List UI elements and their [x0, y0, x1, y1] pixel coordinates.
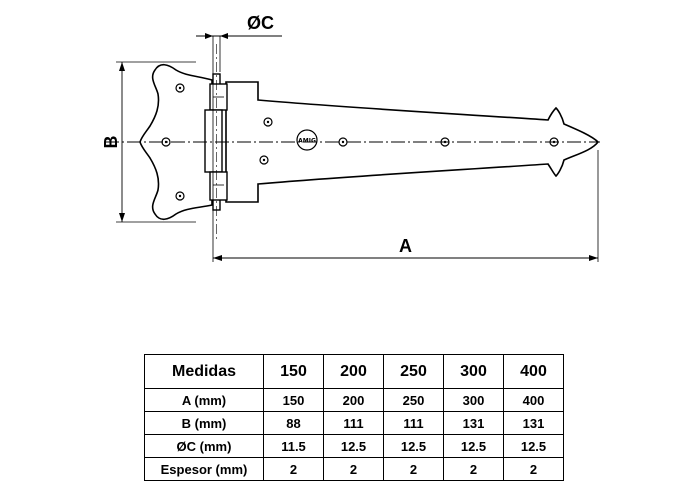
arrowhead	[205, 33, 213, 39]
row-label-cell: A (mm)	[144, 388, 264, 412]
screw-hole	[266, 120, 270, 124]
table-header-row: Medidas 150 200 250 300 400	[144, 354, 564, 389]
table-header-cell: 400	[503, 354, 564, 389]
table-header-cell: Medidas	[144, 354, 264, 389]
table-cell: 300	[443, 388, 504, 412]
screw-hole	[178, 86, 182, 90]
table-cell: 12.5	[443, 434, 504, 458]
screw-hole	[262, 158, 266, 162]
table-header-cell: 150	[263, 354, 324, 389]
table-cell: 250	[383, 388, 444, 412]
arrowhead	[119, 62, 125, 71]
table-cell: 150	[263, 388, 324, 412]
table-row: Espesor (mm) 2 2 2 2 2	[144, 457, 564, 481]
maker-stamp-text: AMIG	[298, 138, 316, 145]
hinge-technical-drawing: AMIG ØC B A	[101, 13, 600, 262]
table-cell: 11.5	[263, 434, 324, 458]
row-label-cell: B (mm)	[144, 411, 264, 435]
dimension-a-label: A	[399, 236, 412, 256]
table-header-cell: 300	[443, 354, 504, 389]
arrowhead	[589, 255, 598, 261]
dimensions-table: Medidas 150 200 250 300 400 A (mm) 150 2…	[144, 354, 564, 481]
table-cell: 2	[503, 457, 564, 481]
arrowhead	[119, 213, 125, 222]
table-row: A (mm) 150 200 250 300 400	[144, 388, 564, 412]
table-cell: 111	[323, 411, 384, 435]
table-cell: 2	[323, 457, 384, 481]
row-label-cell: Espesor (mm)	[144, 457, 264, 481]
hinge-knuckle-middle	[204, 109, 223, 173]
table-cell: 2	[383, 457, 444, 481]
table-row: B (mm) 88 111 111 131 131	[144, 411, 564, 435]
table-cell: 111	[383, 411, 444, 435]
row-label-cell: ØC (mm)	[144, 434, 264, 458]
table-cell: 131	[503, 411, 564, 435]
table-cell: 2	[263, 457, 324, 481]
table-cell: 400	[503, 388, 564, 412]
table-header-cell: 200	[323, 354, 384, 389]
table-cell: 12.5	[503, 434, 564, 458]
table-cell: 200	[323, 388, 384, 412]
maker-stamp	[296, 129, 318, 151]
table-header-cell: 250	[383, 354, 444, 389]
arrowhead	[213, 255, 222, 261]
hinge-knuckle-lower	[209, 171, 228, 201]
dimension-c-label: ØC	[247, 13, 274, 33]
table-cell: 88	[263, 411, 324, 435]
dimension-b-label: B	[101, 136, 121, 149]
table-cell: 131	[443, 411, 504, 435]
table-cell: 12.5	[323, 434, 384, 458]
arrowhead	[220, 33, 228, 39]
table-cell: 2	[443, 457, 504, 481]
table-row: ØC (mm) 11.5 12.5 12.5 12.5 12.5	[144, 434, 564, 458]
screw-hole	[178, 194, 182, 198]
table-cell: 12.5	[383, 434, 444, 458]
